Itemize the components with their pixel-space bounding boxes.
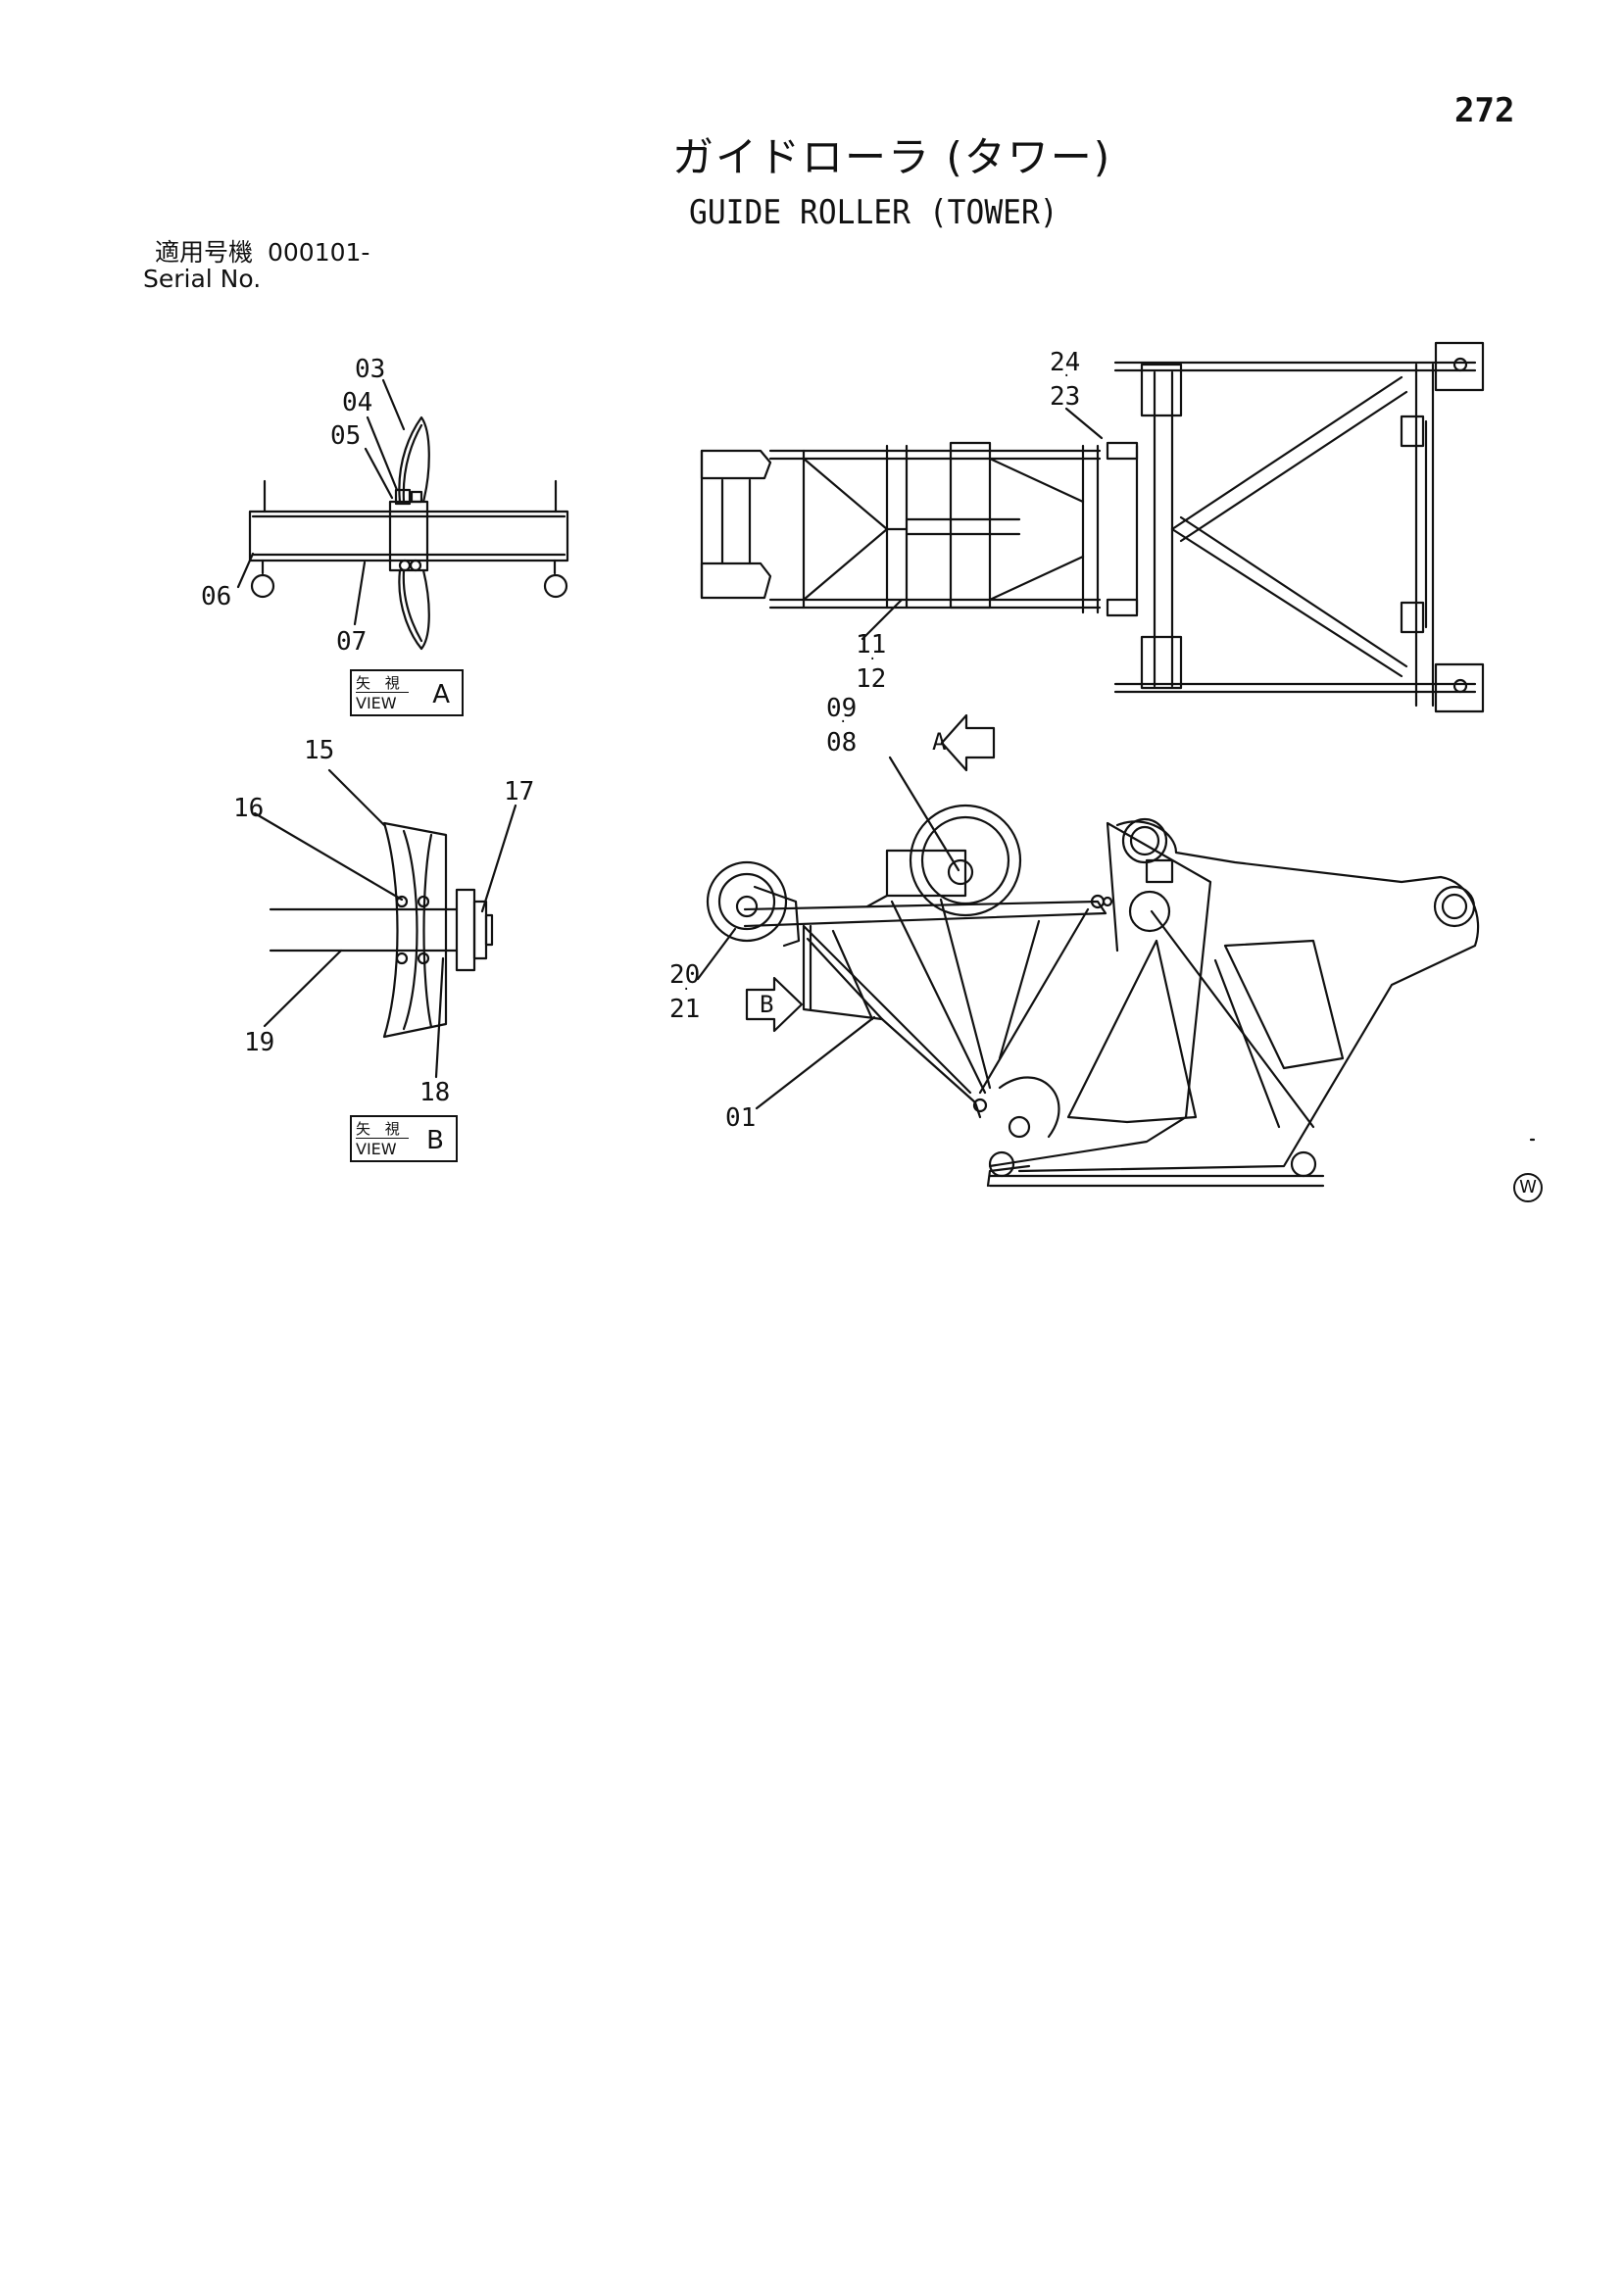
view-a-arrow-letter: A bbox=[932, 728, 947, 756]
part-label-04: 04 bbox=[342, 388, 373, 417]
view-a-caption-jp: 矢 視 bbox=[356, 674, 405, 692]
view-b-caption-box: 矢 視 VIEW B bbox=[350, 1115, 458, 1162]
view-b-caption-en: VIEW bbox=[356, 1138, 409, 1158]
watermark-w-icon: W bbox=[1513, 1173, 1543, 1202]
view-b-arrow-shape bbox=[745, 976, 804, 1033]
page-title-english: GUIDE ROLLER (TOWER) bbox=[689, 193, 1058, 232]
part-label-08: 08 bbox=[826, 728, 858, 757]
part-label-20: 20 bbox=[669, 960, 701, 990]
tower-frame-side-view-drawing bbox=[696, 756, 1480, 1188]
page-number: 272 bbox=[1454, 91, 1515, 130]
label-separator-dot: · bbox=[682, 982, 691, 998]
part-label-01: 01 bbox=[725, 1103, 757, 1133]
label-separator-dot: · bbox=[868, 652, 877, 667]
view-a-arrow-shape bbox=[940, 713, 996, 772]
view-a-detail-drawing bbox=[236, 378, 569, 651]
part-label-21: 21 bbox=[669, 995, 701, 1024]
part-label-03: 03 bbox=[355, 355, 386, 384]
part-label-05: 05 bbox=[330, 421, 362, 451]
part-label-15: 15 bbox=[304, 736, 335, 765]
part-label-23: 23 bbox=[1050, 382, 1081, 412]
view-a-caption-letter: A bbox=[432, 680, 450, 709]
part-label-11: 11 bbox=[856, 630, 887, 659]
tower-frame-top-view-drawing bbox=[700, 341, 1485, 713]
part-label-18: 18 bbox=[419, 1078, 451, 1107]
view-b-caption-jp: 矢 視 bbox=[356, 1120, 405, 1138]
part-label-19: 19 bbox=[244, 1028, 275, 1057]
label-separator-dot: · bbox=[839, 714, 848, 730]
view-b-caption-letter: B bbox=[426, 1126, 444, 1155]
serial-label-english: Serial No. bbox=[143, 265, 262, 293]
part-label-09: 09 bbox=[826, 694, 858, 723]
part-label-24: 24 bbox=[1050, 348, 1081, 377]
serial-value: 000101- bbox=[268, 238, 370, 267]
view-a-caption-en: VIEW bbox=[356, 692, 409, 712]
part-label-07: 07 bbox=[336, 627, 368, 657]
page-title-japanese: ガイドローラ (タワー) bbox=[672, 133, 1112, 181]
part-label-06: 06 bbox=[201, 582, 232, 611]
part-label-12: 12 bbox=[856, 664, 887, 694]
part-label-16: 16 bbox=[233, 794, 265, 823]
serial-label-japanese: 適用号機 bbox=[155, 238, 254, 267]
view-a-caption-box: 矢 視 VIEW A bbox=[350, 669, 464, 716]
view-b-arrow-letter: B bbox=[760, 991, 774, 1018]
label-separator-dot: · bbox=[1062, 368, 1071, 384]
part-label-17: 17 bbox=[504, 777, 535, 806]
view-b-detail-drawing bbox=[253, 768, 517, 1079]
